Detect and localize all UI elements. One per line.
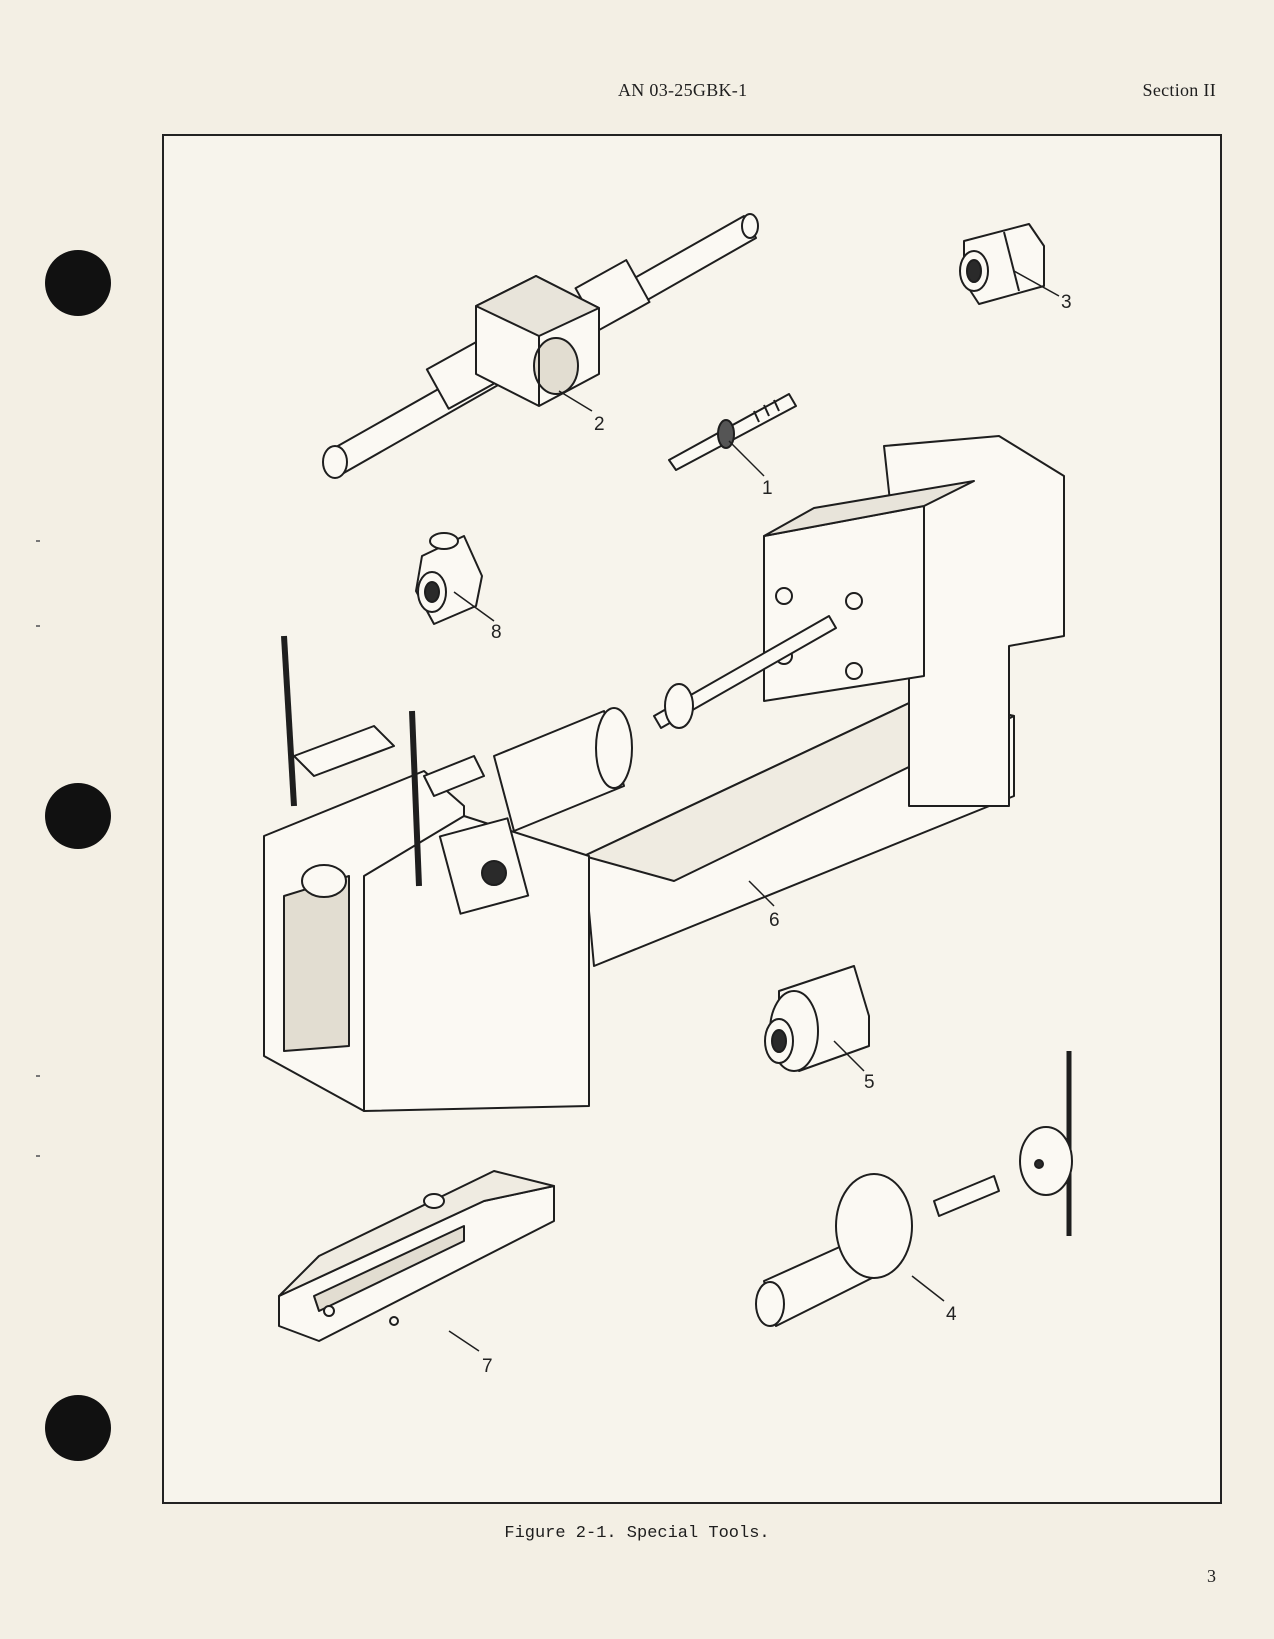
callout-3: 3 xyxy=(1061,292,1072,313)
binder-hole-middle xyxy=(45,783,111,849)
binder-hole-top xyxy=(45,250,111,316)
tool-7-slotted-block xyxy=(278,1170,555,1342)
tool-2-bar-with-block xyxy=(322,213,759,479)
special-tools-illustration: 1 2 3 4 5 6 7 8 xyxy=(263,213,1073,1377)
document-id: AN 03-25GBK-1 xyxy=(618,80,748,100)
tool-6-fixture xyxy=(263,435,1065,1112)
scan-mark xyxy=(36,1075,40,1077)
callout-5: 5 xyxy=(864,1072,875,1093)
callout-7: 7 xyxy=(482,1356,493,1377)
callout-2: 2 xyxy=(594,414,605,435)
page-number: 3 xyxy=(1207,1566,1216,1586)
leader-lines xyxy=(448,270,1060,1352)
figure-caption: Figure 2-1. Special Tools. xyxy=(504,1524,770,1543)
scan-mark xyxy=(36,540,40,542)
callout-4: 4 xyxy=(946,1304,957,1325)
figure-frame: 1 2 3 4 5 6 7 8 xyxy=(162,134,1222,1504)
tool-1-threaded-pin xyxy=(668,393,797,471)
callout-8: 8 xyxy=(491,622,502,643)
tool-3-hex-sleeve xyxy=(959,223,1045,305)
tool-4-t-handle-tool xyxy=(755,1051,1073,1327)
callout-6: 6 xyxy=(769,910,780,931)
callout-1: 1 xyxy=(762,478,773,499)
scan-mark xyxy=(36,625,40,627)
tool-5-bushing xyxy=(764,965,870,1072)
binder-hole-bottom xyxy=(45,1395,111,1461)
scan-mark xyxy=(36,1155,40,1157)
section-label: Section II xyxy=(1142,80,1216,100)
tool-8-tee-fitting xyxy=(415,532,483,625)
